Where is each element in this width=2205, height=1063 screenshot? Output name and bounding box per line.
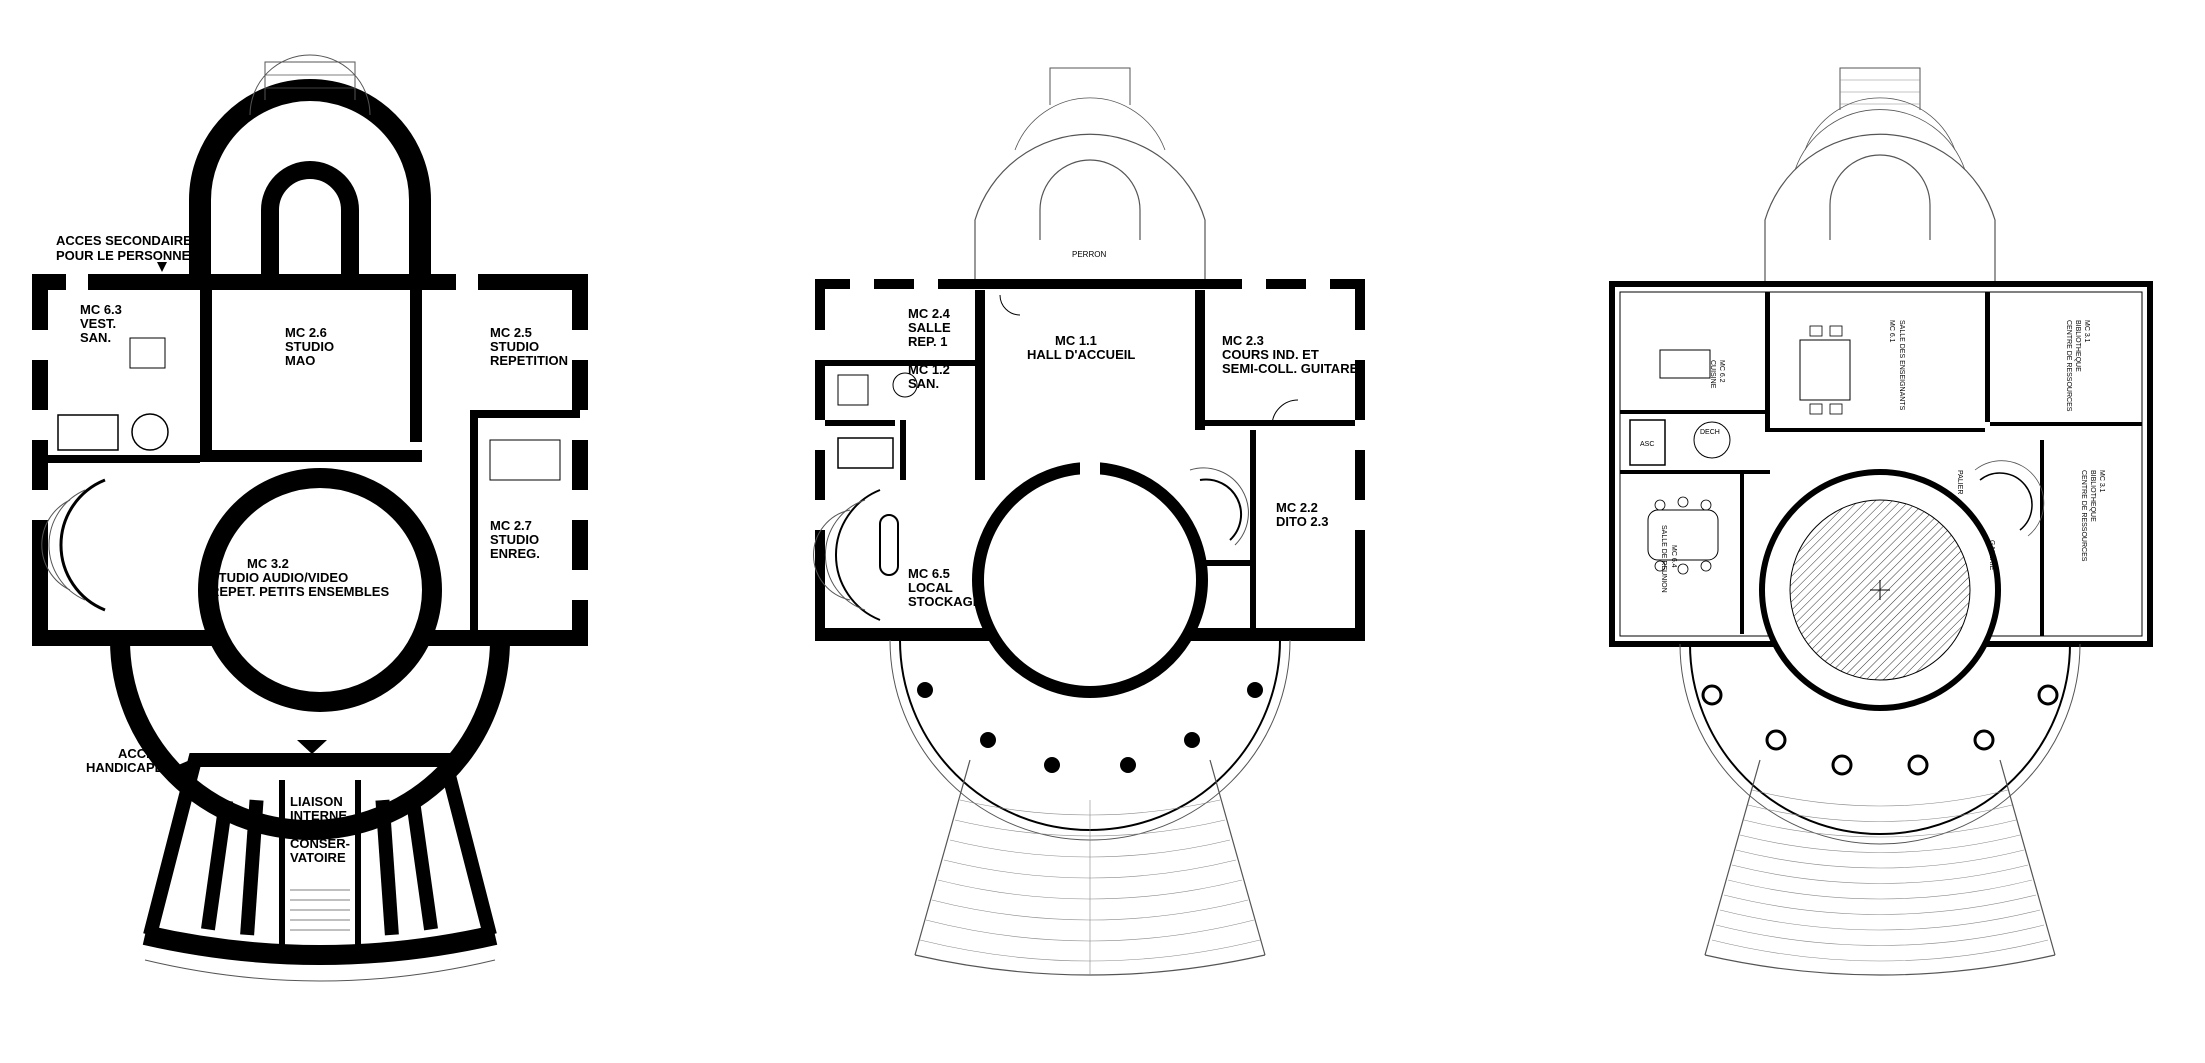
label-mc65-1: MC 6.5 bbox=[908, 566, 950, 581]
columns-middle bbox=[917, 682, 1263, 773]
label-acces-handicapes-1: ACCES bbox=[118, 746, 164, 761]
label-asc: ASC bbox=[1640, 441, 1654, 448]
label-liaison-2: INTERNE bbox=[290, 808, 347, 823]
label-mc24-3: REP. 1 bbox=[908, 334, 948, 349]
label-mc61-2: SALLE DES ENSEIGNANTS bbox=[1898, 320, 1905, 411]
north-stair-right bbox=[1764, 67, 1996, 282]
label-galerie: GALERIE bbox=[1988, 540, 1995, 571]
plan-right: MC 6.2 CUISINE MC 6.1 SALLE DES ENSEIGNA… bbox=[1609, 67, 2153, 976]
label-acces-secondaire-2: POUR LE PERSONNEL bbox=[56, 248, 198, 263]
label-acces-secondaire-1: ACCES SECONDAIRE bbox=[56, 233, 192, 248]
plan-left: ACCES SECONDAIRE POUR LE PERSONNEL MC 6.… bbox=[32, 54, 588, 982]
round-hall-middle bbox=[889, 462, 1291, 841]
label-mc27-1: MC 2.7 bbox=[490, 518, 532, 533]
west-stair-left bbox=[41, 478, 106, 612]
label-mc65-3: STOCKAGE bbox=[908, 594, 982, 609]
front-steps-middle bbox=[914, 759, 1266, 976]
label-mc23-2: COURS IND. ET bbox=[1222, 347, 1319, 362]
label-acces-handicapes-2: HANDICAPES bbox=[86, 760, 172, 775]
label-mc62-2: CUISINE bbox=[1709, 360, 1716, 389]
label-liaison-5: VATOIRE bbox=[290, 850, 346, 865]
label-mc25-2: STUDIO bbox=[490, 339, 539, 354]
label-mc22-2: DITO 2.3 bbox=[1276, 514, 1329, 529]
label-liaison-1: LIAISON bbox=[290, 794, 343, 809]
label-mc23-3: SEMI-COLL. GUITARE bbox=[1222, 361, 1359, 376]
round-studio-left bbox=[110, 468, 510, 840]
label-mc11-2: HALL D'ACCUEIL bbox=[1027, 347, 1135, 362]
label-mc24-2: SALLE bbox=[908, 320, 951, 335]
south-wing-left bbox=[142, 753, 498, 982]
west-stair-middle bbox=[813, 489, 899, 621]
plan-middle: PERRON MC 2.4 SALLE REP. 1 MC 1.1 HALL D… bbox=[813, 67, 1365, 976]
label-mc32-3: REPET. PETITS ENSEMBLES bbox=[210, 584, 389, 599]
label-mc61-1: MC 6.1 bbox=[1888, 320, 1895, 343]
label-mc64-2: SALLE DE REUNION bbox=[1660, 525, 1667, 593]
label-mc31b-3: CENTRE DE RESSOURCES bbox=[2080, 470, 2087, 562]
label-mc24-1: MC 2.4 bbox=[908, 306, 951, 321]
label-mc12-1: MC 1.2 bbox=[908, 362, 950, 377]
east-stair-middle bbox=[1189, 467, 1249, 546]
label-mc64-1: MC 6.4 bbox=[1670, 545, 1677, 568]
label-mc31a-2: BIBLIOTHEQUE bbox=[2074, 320, 2081, 372]
label-mc62-1: MC 6.2 bbox=[1718, 360, 1725, 383]
label-mc63-3: SAN. bbox=[80, 330, 111, 345]
label-mc27-3: ENREG. bbox=[490, 546, 540, 561]
label-mc31a-3: CENTRE DE RESSOURCES bbox=[2065, 320, 2072, 412]
label-liaison-4: CONSER- bbox=[290, 836, 350, 851]
round-hall-right bbox=[1679, 469, 2081, 845]
label-palier: PALIER bbox=[1956, 470, 1963, 494]
label-mc63-2: VEST. bbox=[80, 316, 116, 331]
label-liaison-3: VERS LE bbox=[290, 822, 346, 837]
label-mc31a-1: MC 3.1 bbox=[2083, 320, 2090, 343]
label-mc12-2: SAN. bbox=[908, 376, 939, 391]
label-mc65-2: LOCAL bbox=[908, 580, 953, 595]
label-mc31b-1: MC 3.1 bbox=[2098, 470, 2105, 493]
north-stair-left bbox=[189, 54, 431, 275]
label-mc63-1: MC 6.3 bbox=[80, 302, 122, 317]
label-perron: PERRON bbox=[1072, 250, 1106, 259]
label-mc11-1: MC 1.1 bbox=[1055, 333, 1097, 348]
label-mc25-1: MC 2.5 bbox=[490, 325, 532, 340]
label-mc32-1: MC 3.2 bbox=[247, 556, 289, 571]
label-mc26-3: MAO bbox=[285, 353, 315, 368]
label-dech: DECH bbox=[1700, 429, 1720, 436]
label-mc27-2: STUDIO bbox=[490, 532, 539, 547]
label-mc23-1: MC 2.3 bbox=[1222, 333, 1264, 348]
front-steps-right bbox=[1704, 759, 2056, 976]
label-mc26-2: STUDIO bbox=[285, 339, 334, 354]
label-mc31b-2: BIBLIOTHEQUE bbox=[2089, 470, 2096, 522]
label-mc22-1: MC 2.2 bbox=[1276, 500, 1318, 515]
label-mc26-1: MC 2.6 bbox=[285, 325, 327, 340]
label-mc32-2: STUDIO AUDIO/VIDEO bbox=[210, 570, 348, 585]
columns-right bbox=[1701, 684, 2059, 776]
label-mc25-3: REPETITION bbox=[490, 353, 568, 368]
